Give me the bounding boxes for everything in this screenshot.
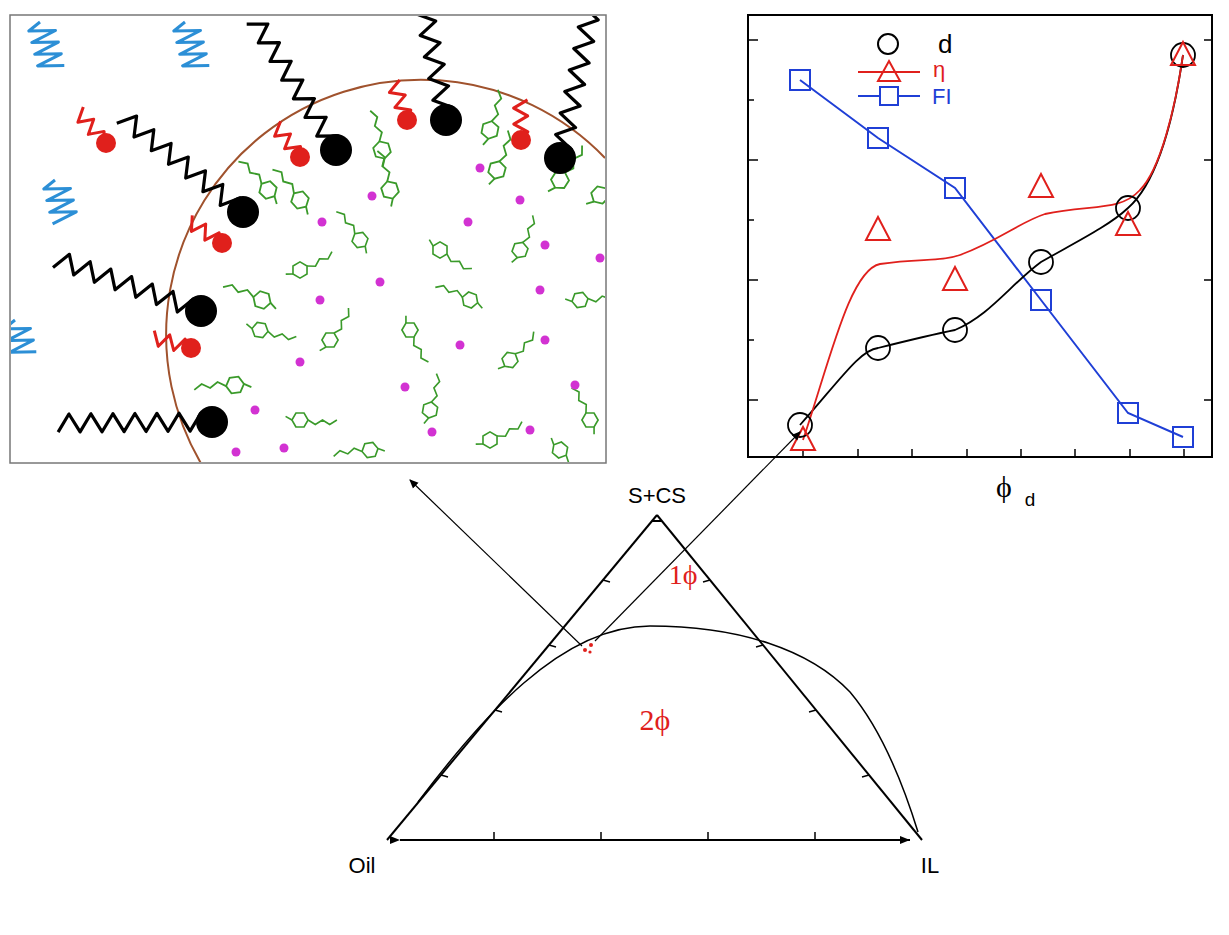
ternary-diagram [387,432,922,840]
cosurfactant-molecule [317,305,355,356]
counter-ion [280,444,289,453]
legend-text: d [938,31,952,57]
cosurfactant-molecule [565,385,603,436]
counter-ion [464,218,473,227]
schematic-frame [10,15,606,463]
surfactant-head [544,142,576,174]
surfactant-head [290,147,310,167]
cosurfactant-molecule [284,245,335,283]
surfactant-head [96,133,116,153]
counter-ion [571,381,580,390]
chart [748,15,1212,457]
vertex-label: Oil [349,855,376,877]
counter-ion [376,278,385,287]
axis-label: ϕ [996,472,1012,502]
cosurfactant-molecule [433,281,486,312]
cosurfactant-molecule [545,141,589,197]
pointer-arrow [595,432,800,641]
cosurfactant-molecule [474,415,525,453]
cosurfactant-molecule [286,413,337,427]
surfactant-tail [44,180,77,224]
surfactant-tail [117,116,243,212]
counter-ion [401,383,410,392]
counter-ion [541,336,550,345]
legend-sample [858,61,920,81]
counter-ion [232,448,241,457]
counter-ion [536,286,545,295]
cosurfactant-molecule [495,327,539,375]
surfactant-head [185,295,217,327]
pointer-arrow [410,480,582,646]
surfactant-tail [247,24,338,150]
cosurfactant-molecule [397,314,435,365]
cosurfactant-molecule [363,108,394,167]
vertex-label: IL [921,855,939,877]
vertex-label: S+CS [628,485,686,507]
surfactant-head [181,338,201,358]
counter-ion [456,341,465,350]
phase-label: 1ϕ [669,561,698,589]
surfactant-tail [29,22,65,66]
surfactant-tail [174,22,210,66]
cosurfactant-molecule [479,88,505,147]
surfactant-head [196,406,228,438]
surfactant-head [511,130,531,150]
cosurfactant-molecule [544,435,592,462]
cosurfactant-molecule [424,237,475,275]
legend-sample [878,34,898,54]
legend-text: FI [932,86,952,108]
cosurfactant-molecule [485,128,515,187]
axis-label: d [1025,490,1036,509]
counter-ion [516,196,525,205]
cosurfactant-molecule [193,375,251,397]
counter-ion [296,358,305,367]
counter-ion [318,218,327,227]
surfactant-head [227,196,259,228]
interface-arc [166,80,605,462]
cosurfactant-molecule [267,164,317,217]
counter-ion [428,428,437,437]
surfactant-head [212,233,232,253]
cosurfactant-molecule [331,207,375,255]
counter-ion [476,164,485,173]
cosurfactant-molecule [221,280,280,313]
counter-ion [596,254,605,263]
surfactant-head [320,134,352,166]
legend-text: η [933,59,945,81]
cosurfactant-molecule [421,372,444,425]
cosurfactant-molecule [583,160,605,212]
cosurfactant-molecule [245,321,298,344]
surfactant-head [397,110,417,130]
surfactant-tail [58,413,212,432]
surfactant-tail [11,320,36,352]
surfactant-tail [53,254,201,312]
cosurfactant-molecule [332,441,385,462]
legend-sample [858,87,920,105]
cosurfactant-molecule [565,287,605,310]
micelle-sketch [11,16,605,462]
counter-ion [526,426,535,435]
binodal-curve [418,626,918,832]
counter-ion [251,406,260,415]
cosurfactant-molecule [508,213,539,266]
surfactant-tail [556,16,599,158]
surfactant-head [430,104,462,136]
counter-ion [368,192,377,201]
counter-ion [316,296,325,305]
phase-label: 2ϕ [640,705,671,735]
counter-ion [541,241,550,250]
